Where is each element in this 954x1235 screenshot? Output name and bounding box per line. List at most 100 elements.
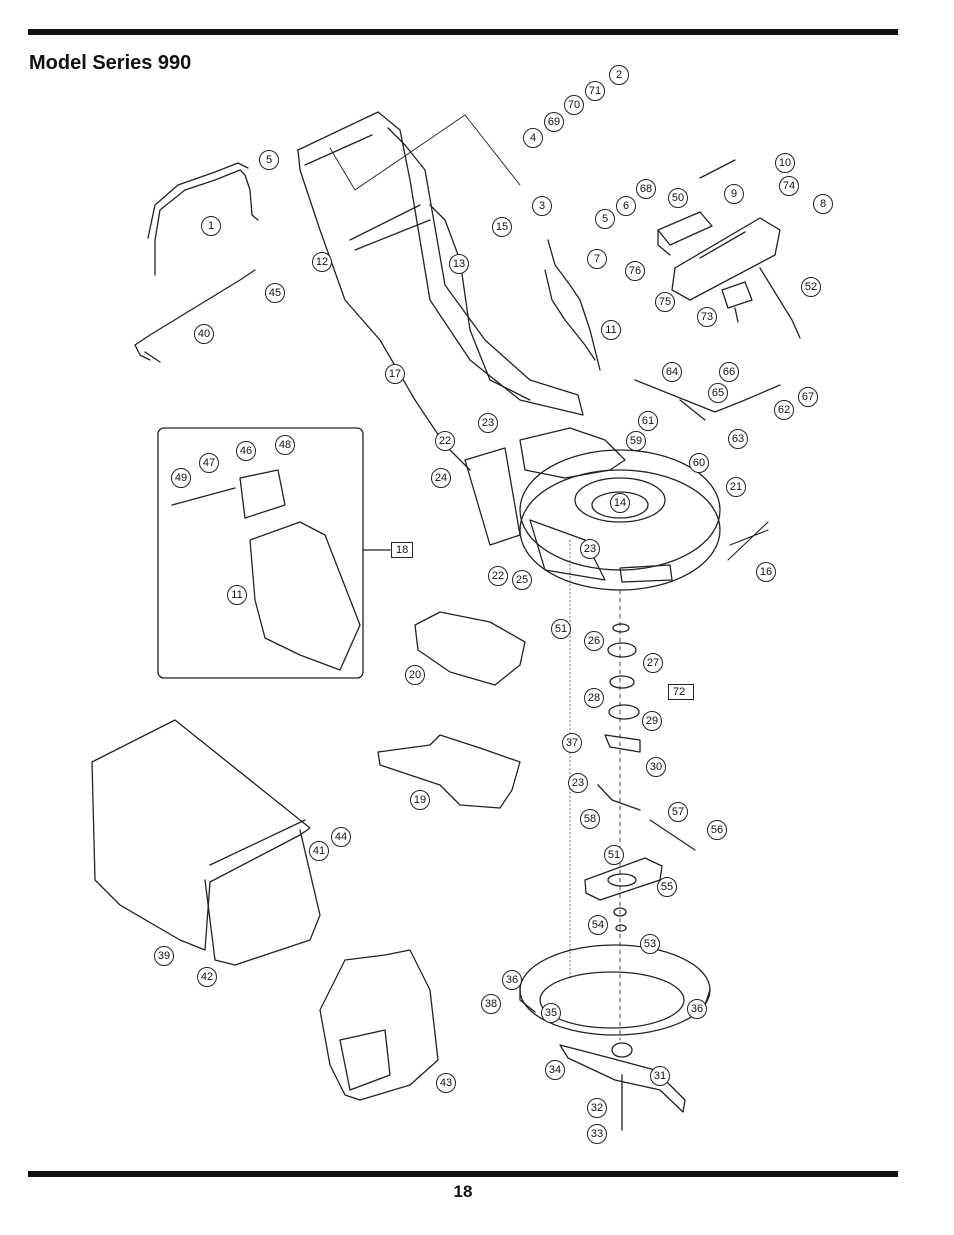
callout-20: 20 — [405, 665, 425, 685]
callout-52: 52 — [801, 277, 821, 297]
callout-46: 46 — [236, 441, 256, 461]
callout-42: 42 — [197, 967, 217, 987]
cable-7 — [547, 239, 601, 371]
chute-11 — [249, 521, 361, 671]
callout-35: 35 — [541, 1003, 561, 1023]
callout-9: 9 — [724, 184, 744, 204]
callout-49: 49 — [171, 468, 191, 488]
callout-17: 17 — [385, 364, 405, 384]
callout-63: 63 — [728, 429, 748, 449]
callout-21: 21 — [726, 477, 746, 497]
rod-40 — [134, 269, 256, 346]
callout-27: 27 — [643, 653, 663, 673]
callout-68: 68 — [636, 179, 656, 199]
battery-50 — [657, 211, 713, 256]
bottom-rule — [28, 1171, 898, 1177]
callout-37: 37 — [562, 733, 582, 753]
callout-60: 60 — [689, 453, 709, 473]
callout-71: 71 — [585, 81, 605, 101]
page-number: 18 — [453, 1182, 473, 1201]
plate-55 — [584, 857, 663, 901]
callout-19: 19 — [410, 790, 430, 810]
callout-54: 54 — [588, 915, 608, 935]
callout-51: 51 — [551, 619, 571, 639]
grass-bag-39 — [91, 719, 311, 951]
callout-48: 48 — [275, 435, 295, 455]
callout-5b: 5 — [595, 209, 615, 229]
callout-74: 74 — [779, 176, 799, 196]
callout-73: 73 — [697, 307, 717, 327]
callout-6: 6 — [616, 196, 636, 216]
callout-47: 47 — [199, 453, 219, 473]
callout-70: 70 — [564, 95, 584, 115]
shield-20 — [414, 611, 526, 686]
callout-32: 32 — [587, 1098, 607, 1118]
callout-16: 16 — [756, 562, 776, 582]
callout-8: 8 — [813, 194, 833, 214]
lower-deck-36 — [519, 944, 711, 1036]
callout-66: 66 — [719, 362, 739, 382]
callout-4: 4 — [523, 128, 543, 148]
callout-22b: 22 — [488, 566, 508, 586]
callout-11b: 11 — [227, 585, 247, 605]
callout-65: 65 — [708, 383, 728, 403]
callout-62: 62 — [774, 400, 794, 420]
callout-5: 5 — [259, 150, 279, 170]
callout-25: 25 — [512, 570, 532, 590]
callout-22: 22 — [435, 431, 455, 451]
callout-23c: 23 — [568, 773, 588, 793]
callout-76: 76 — [625, 261, 645, 281]
callout-61: 61 — [638, 411, 658, 431]
callout-45: 45 — [265, 283, 285, 303]
top-rule — [28, 29, 898, 35]
callout-38: 38 — [481, 994, 501, 1014]
callout-23b: 23 — [580, 539, 600, 559]
callout-13: 13 — [449, 254, 469, 274]
callout-29: 29 — [642, 711, 662, 731]
ref-box-72: 72 — [668, 684, 694, 700]
callout-50: 50 — [668, 188, 688, 208]
callout-15: 15 — [492, 217, 512, 237]
callout-23: 23 — [478, 413, 498, 433]
callout-10: 10 — [775, 153, 795, 173]
callout-55: 55 — [657, 877, 677, 897]
callout-36: 36 — [502, 970, 522, 990]
callout-69: 69 — [544, 112, 564, 132]
callout-24: 24 — [431, 468, 451, 488]
callout-43: 43 — [436, 1073, 456, 1093]
callout-28: 28 — [584, 688, 604, 708]
callout-14: 14 — [610, 493, 630, 513]
callout-75: 75 — [655, 292, 675, 312]
bail-handle — [154, 169, 259, 276]
callout-39: 39 — [154, 946, 174, 966]
callout-64: 64 — [662, 362, 682, 382]
callout-41: 41 — [309, 841, 329, 861]
callout-36b: 36 — [687, 999, 707, 1019]
mulch-19 — [377, 734, 521, 809]
callout-33: 33 — [587, 1124, 607, 1144]
callout-31: 31 — [650, 1066, 670, 1086]
page-title: Model Series 990 — [29, 52, 192, 74]
starter-75 — [671, 217, 781, 301]
callout-26: 26 — [584, 631, 604, 651]
ref-box-18: 18 — [391, 542, 414, 558]
callout-51b: 51 — [604, 845, 624, 865]
callout-11: 11 — [601, 320, 621, 340]
callout-1: 1 — [201, 216, 221, 236]
inset-bag-18 — [157, 427, 364, 679]
callout-2: 2 — [609, 65, 629, 85]
callout-40: 40 — [194, 324, 214, 344]
blade-34 — [559, 1044, 686, 1113]
bag-43 — [319, 949, 439, 1101]
callout-58: 58 — [580, 809, 600, 829]
callout-34: 34 — [545, 1060, 565, 1080]
deck-21 — [464, 427, 721, 591]
cable-11 — [544, 269, 596, 361]
callout-12: 12 — [312, 252, 332, 272]
callout-3: 3 — [532, 196, 552, 216]
callout-59: 59 — [626, 431, 646, 451]
callout-30: 30 — [646, 757, 666, 777]
callout-56: 56 — [707, 820, 727, 840]
callout-7: 7 — [587, 249, 607, 269]
callout-44: 44 — [331, 827, 351, 847]
